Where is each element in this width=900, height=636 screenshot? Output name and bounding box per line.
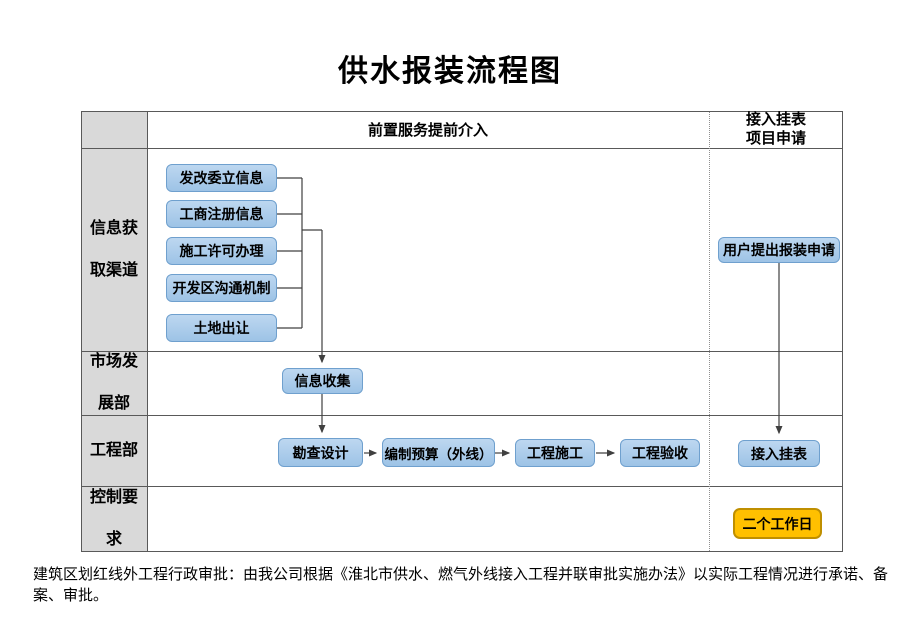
node-ndrc-info: 发改委立信息 bbox=[166, 164, 277, 192]
node-user-application: 用户提出报装申请 bbox=[718, 237, 840, 263]
node-acceptance: 工程验收 bbox=[620, 439, 700, 467]
node-land-transfer: 土地出让 bbox=[166, 314, 277, 342]
swimlane-table-frame bbox=[81, 111, 843, 552]
lane-engineering-dept: 工程部 bbox=[81, 415, 147, 486]
node-budget-outside-line: 编制预算（外线） bbox=[382, 438, 495, 467]
row-divider bbox=[81, 415, 843, 416]
node-two-working-days: 二个工作日 bbox=[733, 508, 822, 539]
header-front-service: 前置服务提前介入 bbox=[367, 123, 488, 139]
node-construction-permit: 施工许可办理 bbox=[166, 237, 277, 265]
lane-label: 市场发展部 bbox=[89, 353, 138, 412]
node-dev-zone-communication: 开发区沟通机制 bbox=[166, 274, 277, 302]
page-title: 供水报装流程图 bbox=[338, 55, 562, 88]
lane-market-dev-dept: 市场发展部 bbox=[81, 351, 147, 415]
lane-label: 工程部 bbox=[89, 441, 138, 459]
lane-control-requirements: 控制要求 bbox=[81, 486, 147, 552]
row-divider bbox=[81, 351, 843, 352]
section-dotted-divider bbox=[709, 112, 710, 551]
header-meter-application-line1: 接入挂表 bbox=[745, 111, 806, 128]
node-construction: 工程施工 bbox=[515, 439, 595, 467]
node-info-collection: 信息收集 bbox=[282, 368, 363, 394]
footer-note: 建筑区划红线外工程行政审批：由我公司根据《淮北市供水、燃气外线接入工程并联审批实… bbox=[33, 567, 889, 604]
column-divider bbox=[147, 111, 148, 552]
node-survey-design: 勘查设计 bbox=[278, 438, 363, 467]
row-divider bbox=[81, 148, 843, 149]
lane-label: 信息获取渠道 bbox=[89, 219, 138, 279]
lane-info-channels: 信息获取渠道 bbox=[81, 148, 147, 351]
row-divider bbox=[81, 486, 843, 487]
header-meter-application: 接入挂表 项目申请 bbox=[709, 111, 843, 148]
node-meter-install: 接入挂表 bbox=[738, 440, 820, 467]
lane-label: 控制要求 bbox=[89, 489, 138, 548]
node-business-registration-info: 工商注册信息 bbox=[166, 200, 277, 228]
lane-label-column bbox=[82, 112, 147, 551]
header-meter-application-line2: 项目申请 bbox=[745, 130, 806, 147]
